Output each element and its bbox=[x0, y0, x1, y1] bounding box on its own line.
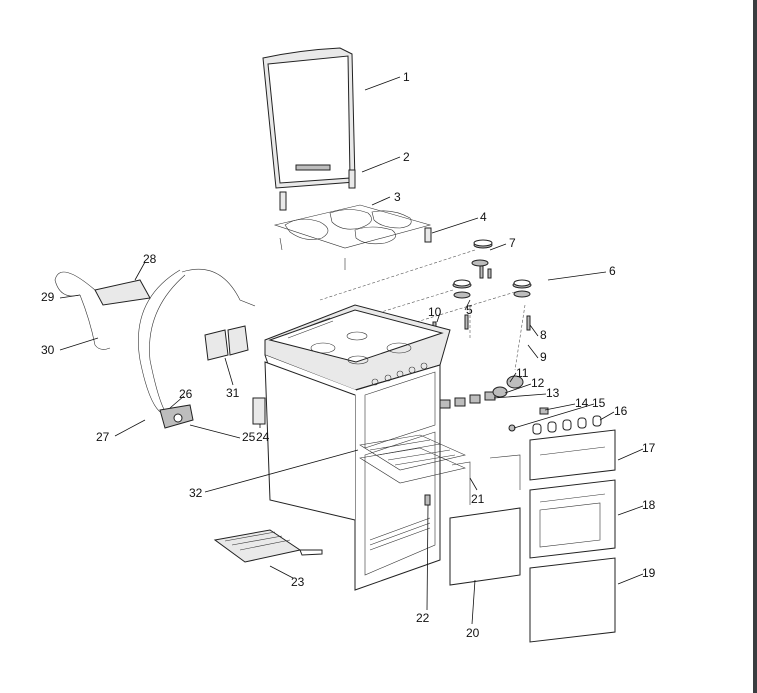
label-26: 26 bbox=[179, 387, 193, 401]
part-lid bbox=[262, 47, 356, 189]
label-2: 2 bbox=[403, 150, 410, 164]
part-hinges bbox=[279, 169, 356, 211]
label-32: 32 bbox=[189, 486, 203, 500]
label-3: 3 bbox=[394, 190, 401, 204]
label-28: 28 bbox=[143, 252, 157, 266]
label-7: 7 bbox=[509, 236, 516, 250]
part-wiring bbox=[54, 268, 256, 429]
label-16: 16 bbox=[614, 404, 628, 418]
label-24: 24 bbox=[256, 430, 270, 444]
window-edge bbox=[753, 0, 757, 693]
label-25: 25 bbox=[242, 430, 256, 444]
label-6: 6 bbox=[609, 264, 616, 278]
label-4: 4 bbox=[480, 210, 487, 224]
label-15: 15 bbox=[592, 396, 606, 410]
label-1: 1 bbox=[403, 70, 410, 84]
part-cooker-body bbox=[264, 304, 451, 591]
label-22: 22 bbox=[416, 611, 430, 625]
label-11: 11 bbox=[516, 366, 529, 380]
label-31: 31 bbox=[226, 386, 240, 400]
part-oven-shelves bbox=[359, 434, 466, 484]
label-19: 19 bbox=[642, 566, 656, 580]
label-12: 12 bbox=[531, 376, 545, 390]
label-10: 10 bbox=[428, 305, 442, 319]
part-pan-support bbox=[273, 204, 432, 270]
part-22 bbox=[424, 494, 431, 506]
label-18: 18 bbox=[642, 498, 656, 512]
label-9: 9 bbox=[540, 350, 547, 364]
label-8: 8 bbox=[540, 328, 547, 342]
label-20: 20 bbox=[466, 626, 480, 640]
label-21: 21 bbox=[471, 492, 485, 506]
part-number-labels: 1 2 3 4 7 6 28 29 5 10 8 30 9 31 11 12 1… bbox=[41, 70, 656, 640]
label-5: 5 bbox=[466, 303, 473, 317]
part-panels bbox=[449, 454, 521, 586]
part-31 bbox=[204, 325, 249, 361]
part-24 bbox=[252, 397, 266, 425]
label-29: 29 bbox=[41, 290, 55, 304]
part-grill-pan bbox=[213, 529, 323, 563]
label-30: 30 bbox=[41, 343, 55, 357]
part-doors bbox=[529, 429, 616, 643]
part-burners bbox=[432, 239, 532, 333]
label-17: 17 bbox=[642, 441, 656, 455]
dashed-guides bbox=[319, 249, 526, 371]
part-bracket bbox=[424, 227, 432, 243]
label-13: 13 bbox=[546, 386, 560, 400]
part-controls bbox=[439, 375, 602, 435]
leader-lines bbox=[59, 76, 644, 625]
label-23: 23 bbox=[291, 575, 305, 589]
label-27: 27 bbox=[96, 430, 110, 444]
label-14: 14 bbox=[575, 396, 589, 410]
